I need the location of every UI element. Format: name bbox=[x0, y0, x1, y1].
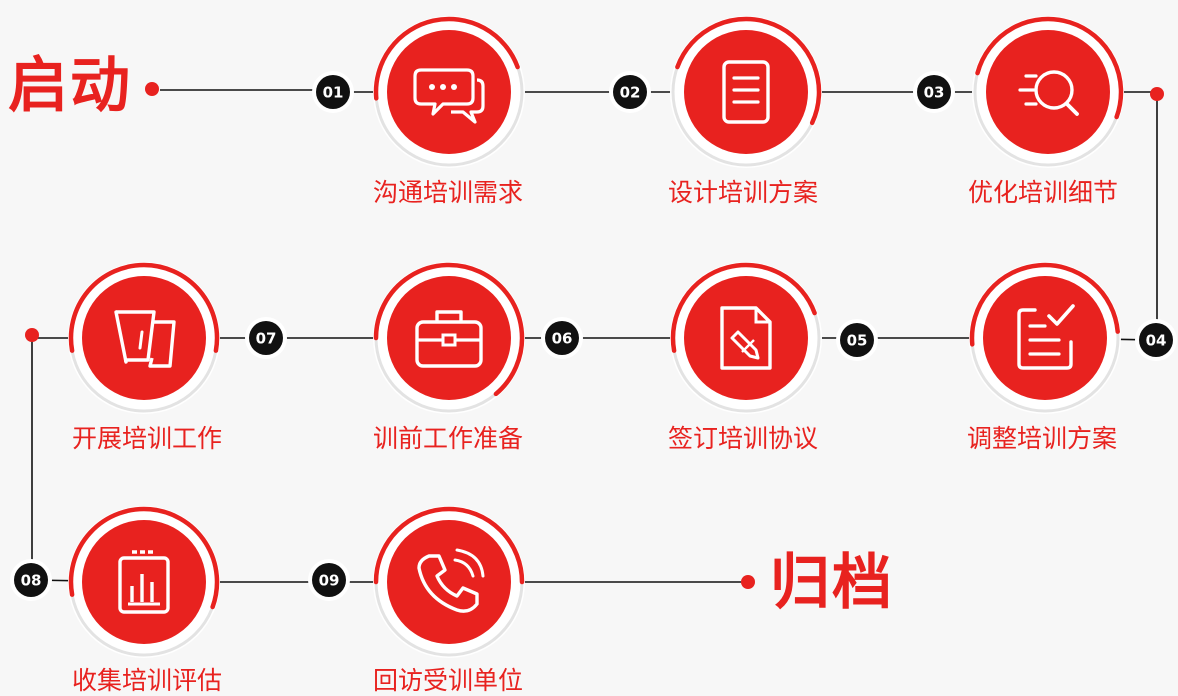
connector-dot-3 bbox=[25, 328, 39, 342]
badge-disc-09 bbox=[312, 563, 346, 597]
step-number-08: 08 bbox=[21, 572, 42, 590]
step-badge-07: 07 bbox=[245, 317, 287, 359]
step-badge-04: 04 bbox=[1135, 319, 1177, 361]
badge-disc-07 bbox=[249, 321, 283, 355]
step-number-07: 07 bbox=[256, 330, 277, 348]
chat-bubbles-icon bbox=[413, 68, 485, 124]
checklist-icon bbox=[1017, 304, 1075, 370]
badge-disc-03 bbox=[917, 75, 951, 109]
ring-arc-09 bbox=[373, 506, 525, 585]
sign-document-icon bbox=[720, 306, 772, 370]
step-disc-01 bbox=[387, 30, 511, 154]
step-label-01: 沟通培训需求 bbox=[372, 178, 523, 207]
step-label-06: 训前工作准备 bbox=[372, 424, 523, 453]
step-badge-02: 02 bbox=[609, 71, 651, 113]
connector-dot-1 bbox=[145, 82, 159, 96]
step-disc-03 bbox=[986, 30, 1110, 154]
clipboard-chart-icon bbox=[118, 550, 170, 614]
step-04 bbox=[969, 262, 1121, 414]
step-disc-08 bbox=[82, 520, 206, 644]
search-magnifier-icon bbox=[1018, 70, 1079, 116]
step-label-04: 调整培训方案 bbox=[966, 424, 1117, 453]
ring-arc-05 bbox=[670, 262, 817, 353]
step-badge-06: 06 bbox=[541, 317, 583, 359]
ring-arc-04 bbox=[969, 263, 1120, 347]
connector-dot-4 bbox=[741, 575, 755, 589]
step-03 bbox=[972, 16, 1124, 168]
step-number-06: 06 bbox=[552, 330, 573, 348]
step-badge-05: 05 bbox=[836, 319, 878, 361]
step-number-04: 04 bbox=[1146, 332, 1167, 350]
badge-disc-08 bbox=[14, 563, 48, 597]
start-label: 启动 bbox=[8, 51, 132, 121]
step-number-05: 05 bbox=[847, 332, 868, 350]
end-label: 归档 bbox=[770, 548, 894, 618]
badge-disc-04 bbox=[1139, 323, 1173, 357]
step-label-05: 签订培训协议 bbox=[667, 424, 818, 453]
step-number-01: 01 bbox=[323, 84, 344, 102]
step-label-07: 开展培训工作 bbox=[71, 424, 222, 453]
step-disc-07 bbox=[82, 276, 206, 400]
connector-dot-2 bbox=[1150, 87, 1164, 101]
step-number-02: 02 bbox=[620, 84, 641, 102]
flag-icon bbox=[114, 310, 176, 368]
step-label-03: 优化培训细节 bbox=[967, 178, 1118, 207]
ring-arc-08 bbox=[68, 506, 220, 610]
ring-arc-07 bbox=[68, 262, 220, 353]
ring-arc-06 bbox=[373, 262, 525, 397]
ring-arc-03 bbox=[975, 16, 1124, 120]
ring-arc-01 bbox=[373, 16, 520, 101]
step-badge-09: 09 bbox=[308, 559, 350, 601]
step-rings bbox=[68, 16, 1124, 658]
ring-arc-02 bbox=[675, 16, 822, 126]
step-07 bbox=[68, 262, 220, 414]
step-label-08: 收集培训评估 bbox=[71, 666, 222, 695]
badge-disc-01 bbox=[316, 75, 350, 109]
step-01 bbox=[373, 16, 525, 168]
phone-icon bbox=[417, 548, 485, 613]
step-badge-01: 01 bbox=[312, 71, 354, 113]
badge-disc-05 bbox=[840, 323, 874, 357]
step-06 bbox=[373, 262, 525, 414]
step-02 bbox=[670, 16, 822, 168]
step-disc-02 bbox=[684, 30, 808, 154]
step-badge-03: 03 bbox=[913, 71, 955, 113]
step-label-02: 设计培训方案 bbox=[667, 178, 818, 207]
step-09 bbox=[373, 506, 525, 658]
step-number-03: 03 bbox=[924, 84, 945, 102]
step-08 bbox=[68, 506, 220, 658]
step-number-09: 09 bbox=[319, 572, 340, 590]
step-05 bbox=[670, 262, 822, 414]
step-disc-04 bbox=[983, 276, 1107, 400]
step-disc-09 bbox=[387, 520, 511, 644]
document-icon bbox=[722, 60, 770, 124]
step-number-badges: 01 02 03 04 05 06 07 08 09 bbox=[10, 71, 1177, 601]
briefcase-icon bbox=[415, 310, 483, 368]
step-badge-08: 08 bbox=[10, 559, 52, 601]
step-label-09: 回访受训单位 bbox=[372, 666, 523, 695]
badge-disc-06 bbox=[545, 321, 579, 355]
step-disc-06 bbox=[387, 276, 511, 400]
badge-disc-02 bbox=[613, 75, 647, 109]
